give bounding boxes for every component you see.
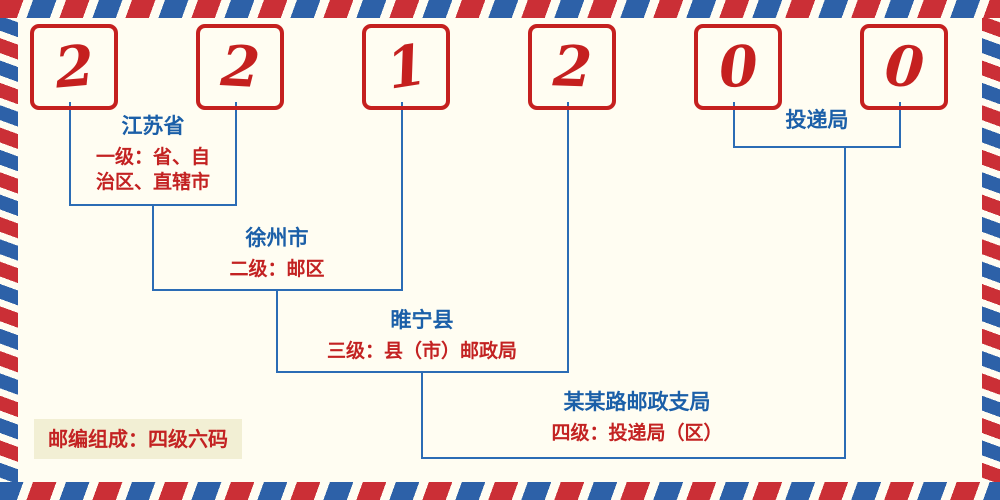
airmail-border-bottom	[0, 482, 1000, 500]
digit-box-6: 0	[860, 24, 948, 110]
digit-box-5: 0	[694, 24, 782, 110]
digit-2: 2	[218, 33, 262, 101]
digit-box-2: 2	[196, 24, 284, 110]
level2-label: 徐州市 二级：邮区	[167, 224, 387, 282]
level1-description-line2: 治区、直辖市	[95, 171, 210, 194]
level4-label: 某某路邮政支局 四级：投递局（区）	[467, 388, 807, 446]
level3-place-name: 睢宁县	[390, 308, 454, 332]
level4-place-name: 某某路邮政支局	[563, 390, 711, 414]
digit-5: 0	[716, 32, 760, 102]
level4-bracket	[421, 147, 846, 459]
delivery-office-bracket	[733, 102, 901, 148]
delivery-office-label: 投递局	[727, 106, 907, 134]
digit-3: 1	[381, 31, 431, 103]
level2-place-name: 徐州市	[245, 226, 309, 250]
airmail-border-right	[982, 0, 1000, 500]
level1-description-line1: 一级：省、自	[95, 146, 210, 169]
digit-4: 2	[551, 33, 593, 101]
level2-description: 二级：邮区	[229, 258, 325, 281]
digit-box-3: 1	[362, 24, 450, 110]
digit-box-4: 2	[528, 24, 616, 110]
airmail-border-top	[0, 0, 1000, 18]
airmail-border-left	[0, 0, 18, 500]
digit-1: 2	[51, 32, 97, 102]
level1-place-name: 江苏省	[121, 114, 185, 138]
level1-label: 江苏省 一级：省、自 治区、直辖市	[58, 112, 248, 195]
delivery-office-name: 投递局	[785, 108, 849, 132]
level4-description: 四级：投递局（区）	[551, 422, 723, 445]
digit-box-1: 2	[30, 24, 118, 110]
level3-description: 三级：县（市）邮政局	[326, 340, 517, 363]
level3-label: 睢宁县 三级：县（市）邮政局	[262, 306, 582, 364]
composition-badge: 邮编组成：四级六码	[34, 419, 242, 459]
digit-6: 0	[882, 32, 926, 102]
